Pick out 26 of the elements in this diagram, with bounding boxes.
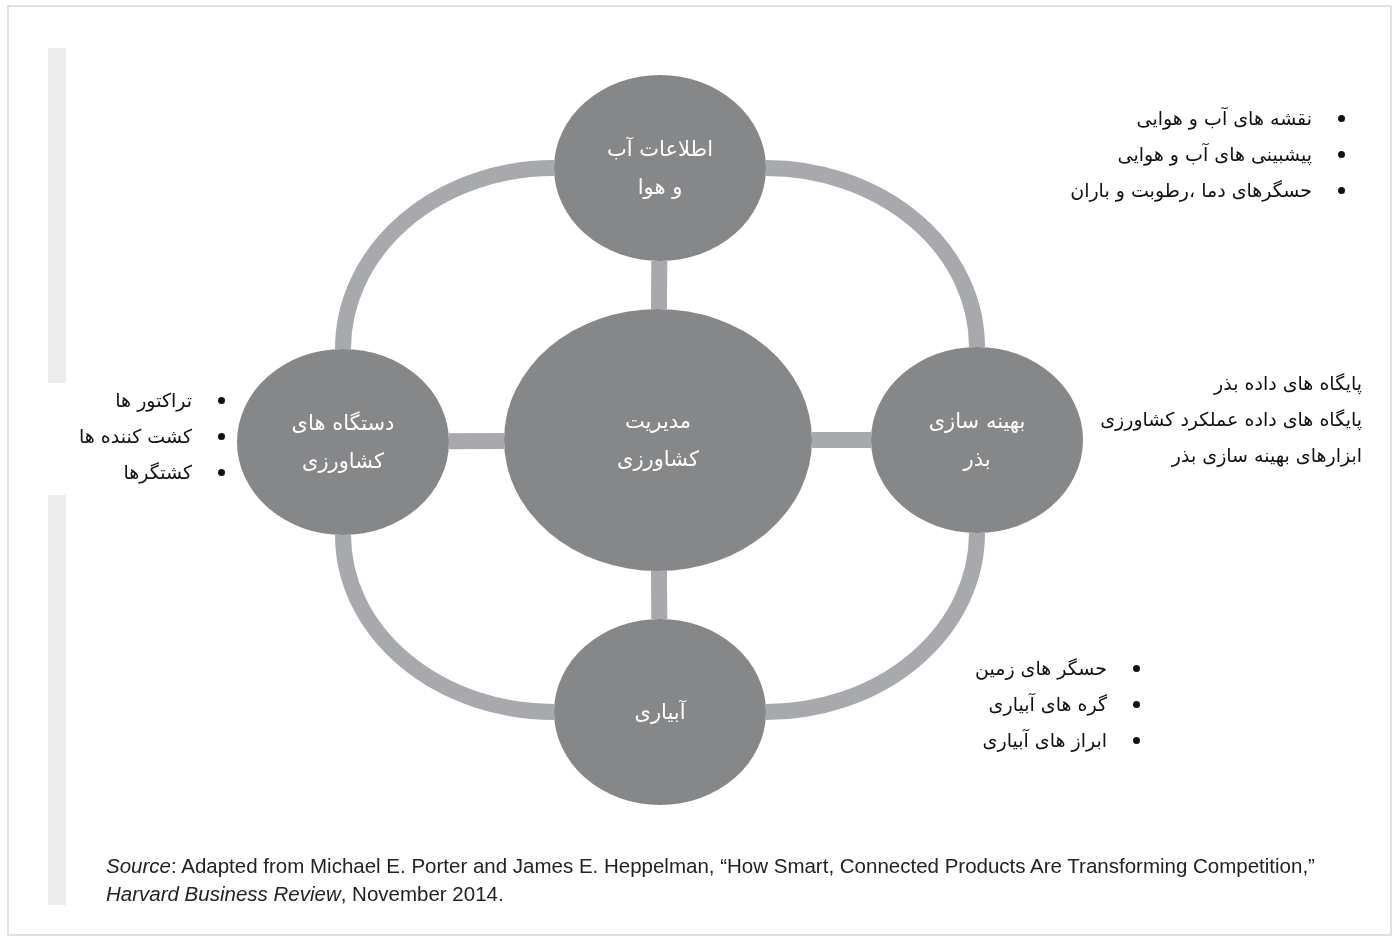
circle-node: آبیاری [554,619,766,805]
list-text: حسگرهای دما ،رطوبت و باران [1070,178,1312,204]
list-text: گره های آبیاری [988,692,1107,718]
list-text: پیشبینی های آب و هوایی [1117,142,1312,168]
circle-node: بهینه سازی بذر [871,347,1083,533]
list-text: ابزارهای بهینه سازی بذر [1171,443,1362,469]
list-text: تراکتور ها [115,388,192,414]
list-text: ابراز های آبیاری [982,728,1107,754]
connector [650,570,668,620]
connector [448,433,505,450]
connector [765,160,985,348]
list-text: کشت کننده ها [79,424,192,449]
list-text: کشتگرها [123,460,192,486]
circle-node: مدیریت کشاورزی [504,309,812,571]
connector [812,432,871,448]
connector [765,532,985,720]
connector [650,260,668,310]
connector [335,534,555,720]
source-note: Source: Adapted from Michael E. Porter and James E. Heppelman, “How Smart, Connected Products Are Transforming Competition,” Harvard Business Review, November 2014. [106,853,1316,907]
circle-node: اطلاعات آب و هوا [554,75,766,261]
list-text: حسگر های زمین [975,656,1107,682]
list-text: پایگاه های داده عملکرد کشاورزی [1100,407,1362,433]
list-text: پایگاه های داده بذر [1214,371,1362,397]
circle-node: دستگاه های کشاورزی [237,349,449,535]
connector [335,160,555,350]
list-text: نقشه های آب و هوایی [1136,106,1312,132]
